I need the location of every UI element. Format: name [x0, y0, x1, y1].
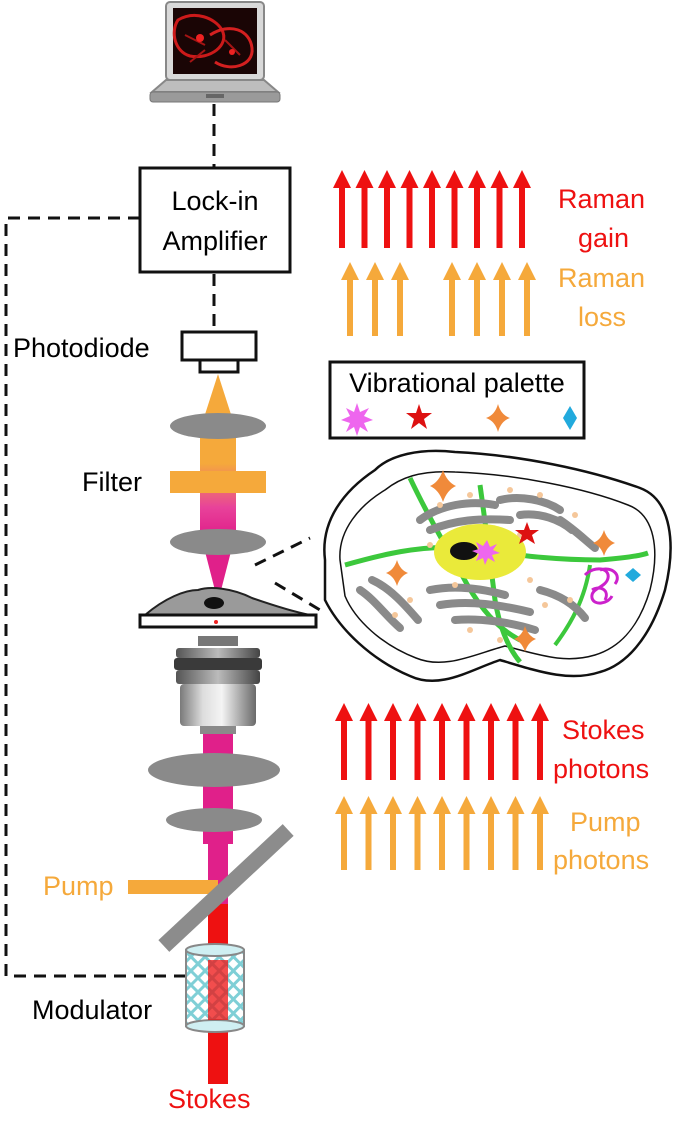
raman-gain-label-line1: Raman — [558, 184, 645, 214]
orange-four-point-star-icon — [486, 404, 510, 432]
raman-gain-arrow — [445, 170, 464, 248]
pump-photon-arrows — [335, 796, 549, 870]
stokes-photon-arrow — [531, 703, 549, 780]
signal-cables — [4, 104, 321, 978]
photodiode-label: Photodiode — [13, 333, 150, 363]
pump-photon-arrow — [408, 796, 427, 870]
filter-label: Filter — [82, 467, 142, 497]
laptop-icon — [149, 1, 281, 103]
raman-loss-arrows — [341, 262, 536, 336]
photodiode: Photodiode — [13, 330, 258, 374]
dichroic-mirror — [158, 824, 294, 952]
raman-loss-arrow — [518, 262, 536, 336]
stokes-photon-arrow — [335, 703, 353, 780]
objective-lens — [174, 636, 262, 734]
stokes-photons-label-line1: Stokes — [562, 715, 645, 745]
raman-gain-arrow — [423, 170, 441, 248]
collection-lens-lower — [170, 529, 266, 555]
raman-loss-arrow — [391, 262, 409, 336]
raman-gain-arrow — [400, 170, 419, 248]
red-star-icon — [406, 404, 432, 429]
palette-title: Vibrational palette — [349, 368, 565, 398]
stokes-photon-arrow — [359, 703, 378, 780]
lock-in-label-line1: Lock-in — [171, 186, 258, 216]
raman-gain-label-line2: gain — [578, 223, 629, 253]
raman-gain-arrow — [355, 170, 374, 248]
pump-photon-arrow — [335, 796, 353, 870]
raman-loss-arrow — [468, 262, 486, 336]
modulator: Modulator — [32, 943, 245, 1033]
stokes-photons-label-line2: photons — [553, 754, 649, 784]
raman-loss-arrow — [443, 262, 461, 336]
blue-diamond-icon — [563, 406, 577, 430]
pump-photon-arrow — [482, 796, 500, 870]
stokes-photon-arrow — [457, 703, 476, 780]
sample-stage — [138, 587, 318, 629]
raman-gain-arrow — [490, 170, 509, 248]
raman-gain-arrows — [333, 170, 531, 248]
stokes-photon-arrow — [408, 703, 427, 780]
pump-photon-arrow — [506, 796, 525, 870]
pump-label: Pump — [43, 871, 114, 901]
raman-gain-arrow — [333, 170, 351, 248]
stokes-label: Stokes — [168, 1084, 251, 1114]
pump-photons-label-line1: Pump — [570, 807, 641, 837]
relay-lens-upper — [148, 753, 280, 787]
raman-loss-label-line1: Raman — [558, 263, 645, 293]
raman-loss-arrow — [493, 262, 511, 336]
raman-gain-arrow — [378, 170, 396, 248]
collection-lens-upper — [170, 413, 266, 439]
relay-lens-lower — [166, 808, 262, 832]
pump-photon-arrow — [433, 796, 451, 870]
stokes-photon-arrow — [384, 703, 402, 780]
pump-photons-label-line2: photons — [553, 845, 649, 875]
pump-beam — [128, 880, 218, 894]
stokes-photon-arrow — [433, 703, 451, 780]
raman-loss-arrow — [341, 262, 359, 336]
raman-gain-arrow — [468, 170, 486, 248]
stokes-photon-arrows — [335, 703, 549, 780]
pump-photon-arrow — [531, 796, 549, 870]
pump-photon-arrow — [457, 796, 476, 870]
cell-zoom — [323, 449, 672, 683]
modulator-label: Modulator — [32, 995, 152, 1025]
raman-gain-arrow — [513, 170, 531, 248]
stokes-photon-arrow — [506, 703, 525, 780]
raman-loss-label-line2: loss — [578, 302, 626, 332]
lock-in-amplifier: Lock-in Amplifier — [138, 166, 292, 274]
pump-photon-arrow — [384, 796, 402, 870]
stokes-photon-arrow — [482, 703, 500, 780]
lock-in-label-line2: Amplifier — [162, 226, 267, 256]
pump-photon-arrow — [359, 796, 378, 870]
filter — [170, 471, 266, 493]
raman-loss-arrow — [366, 262, 384, 336]
magenta-burst-icon — [341, 403, 373, 436]
vibrational-palette: Vibrational palette — [328, 360, 586, 440]
